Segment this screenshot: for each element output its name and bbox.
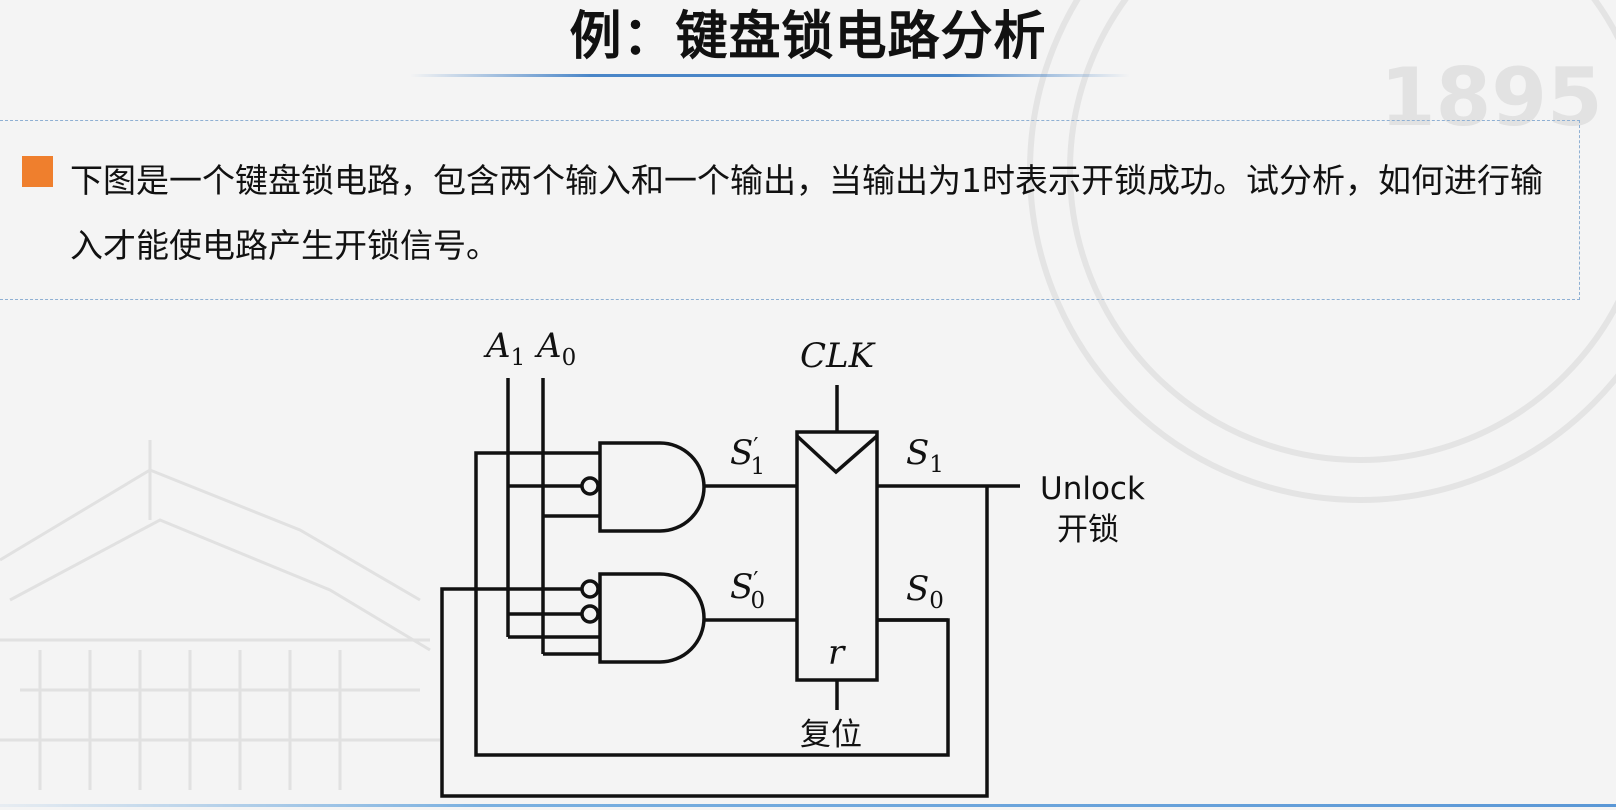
inverter-bubble-gate1 — [580, 476, 600, 496]
problem-statement: 下图是一个键盘锁电路，包含两个输入和一个输出，当输出为1时表示开锁成功。试分析，… — [70, 161, 1543, 265]
inverter-bubble-gate0-top — [580, 579, 600, 599]
university-seal-watermark — [1027, 0, 1616, 503]
seal-year-text: 1895 — [1380, 51, 1603, 144]
output-unlock-label: Unlock — [1040, 471, 1145, 507]
gate0-output-label: S′0 — [730, 567, 765, 614]
building-watermark — [0, 440, 440, 790]
title-underline — [410, 74, 1130, 77]
and-gate-0 — [598, 572, 706, 664]
input-a1-label: A1 — [483, 326, 525, 371]
q1-output-label: S1 — [906, 433, 944, 478]
problem-textbox — [0, 120, 1580, 300]
reset-label: 复位 — [800, 717, 862, 753]
clock-triangle — [795, 434, 879, 475]
reset-pin-label: r — [828, 633, 846, 673]
and-gate-1 — [598, 441, 706, 533]
slide-title: 例：键盘锁电路分析 — [569, 7, 1047, 67]
gate1-output-label: S′1 — [730, 433, 765, 480]
input-a0-label: A0 — [534, 326, 576, 371]
bullet-square-icon — [22, 156, 53, 187]
footer-accent-line — [0, 804, 1616, 807]
q0-output-label: S0 — [906, 569, 944, 614]
inverter-bubble-gate0-bottom — [580, 604, 600, 624]
feedback-s1-wire — [440, 486, 989, 798]
clock-label: CLK — [800, 336, 877, 376]
output-unlock-zh-label: 开锁 — [1057, 512, 1119, 548]
